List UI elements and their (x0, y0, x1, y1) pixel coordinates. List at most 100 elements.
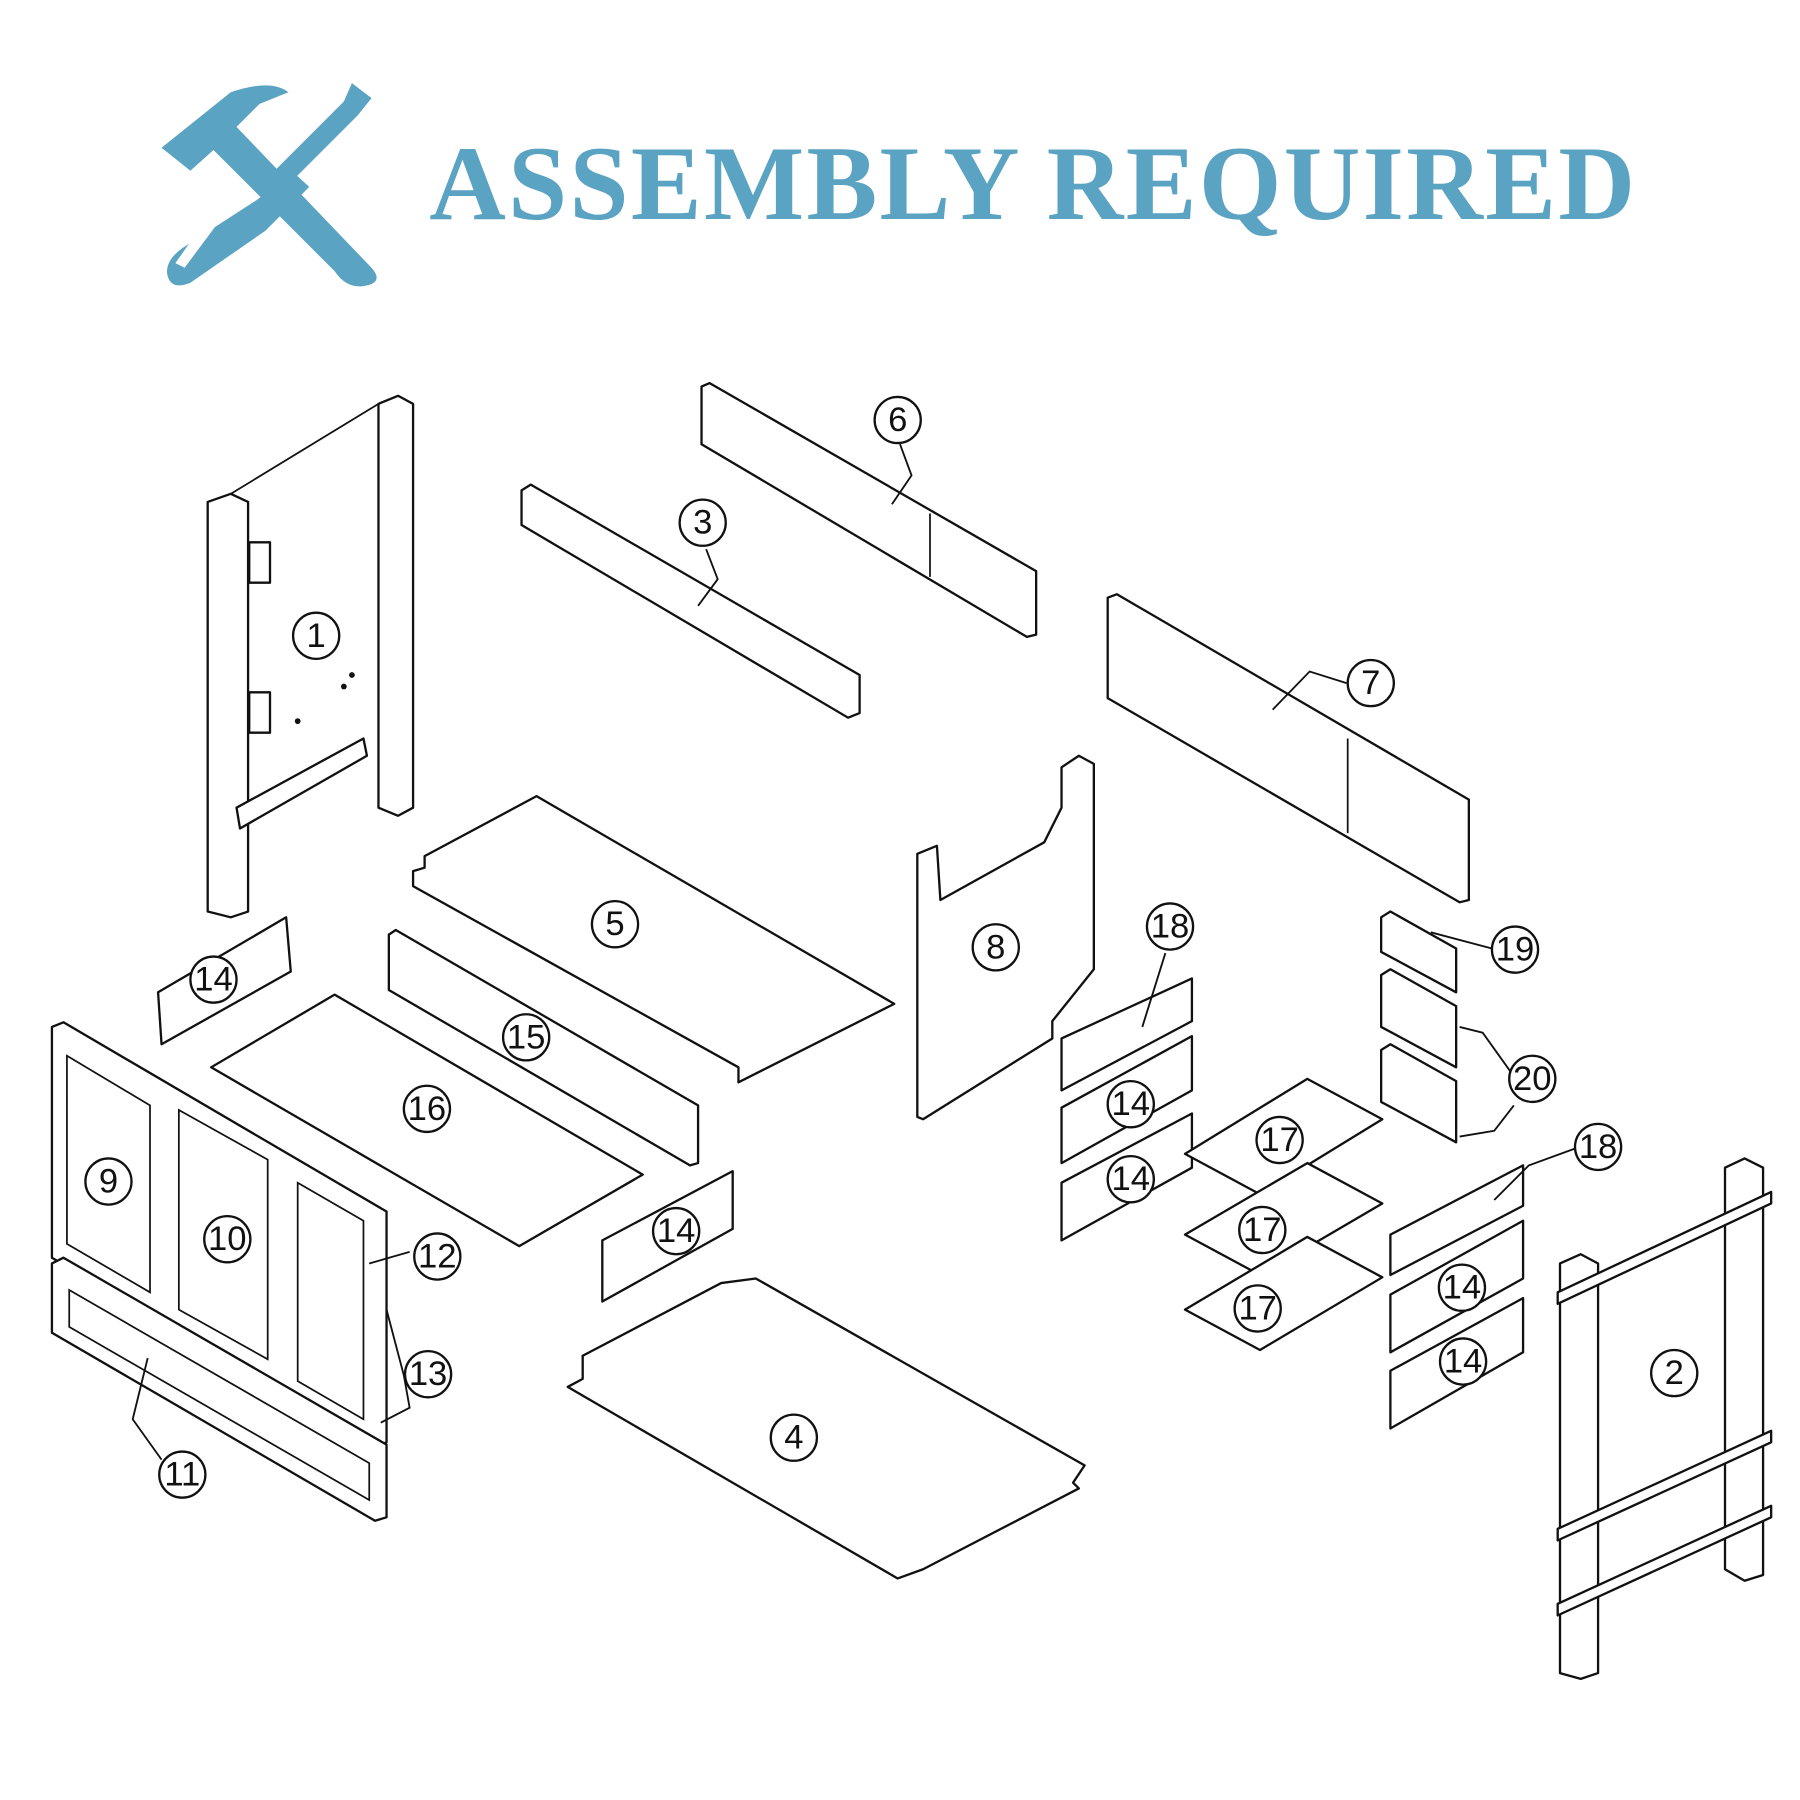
callout-part-18: 18 (1145, 902, 1195, 951)
callout-number: 8 (986, 928, 1005, 966)
callout-number: 9 (99, 1163, 118, 1201)
part-20-b (1379, 1043, 1458, 1144)
callout-circle (158, 1450, 207, 1499)
callout-circle (1573, 1122, 1623, 1172)
callout-number: 12 (418, 1238, 457, 1276)
callout-part-13: 13 (403, 1349, 453, 1399)
callout-circle (769, 1413, 819, 1462)
callout-circle (403, 1349, 453, 1399)
callout-part-11: 11 (158, 1450, 207, 1499)
callout-number: 15 (507, 1018, 546, 1056)
callout-part-4: 4 (769, 1413, 819, 1462)
leader-lines (131, 443, 1577, 1461)
callout-part-15: 15 (501, 1013, 551, 1062)
hammer-screwdriver-icon (161, 83, 377, 287)
callout-circle (873, 395, 922, 445)
callout-part-14: 14 (651, 1206, 701, 1256)
part-6-back-rail (700, 381, 1038, 639)
callout-part-10: 10 (203, 1214, 252, 1264)
callout-number: 14 (657, 1212, 696, 1250)
callout-number: 19 (1496, 931, 1535, 969)
callout-circle (1145, 902, 1195, 951)
callout-number: 7 (1361, 664, 1380, 702)
callout-part-17: 17 (1255, 1115, 1304, 1165)
callout-circle (1106, 1079, 1155, 1129)
callout-part-20: 20 (1508, 1054, 1557, 1104)
callout-circle (971, 923, 1020, 972)
part-3-rail (520, 483, 861, 719)
callout-number: 17 (1243, 1211, 1282, 1249)
callout-number: 20 (1513, 1060, 1552, 1098)
callout-circle (189, 955, 238, 1004)
callout-circle (590, 900, 640, 949)
callout-number: 11 (164, 1456, 200, 1494)
callout-number: 6 (888, 401, 907, 439)
callout-circle (1438, 1337, 1488, 1386)
part-18-a (1060, 977, 1194, 1092)
callout-circle (1233, 1284, 1282, 1333)
callout-part-19: 19 (1490, 925, 1540, 974)
callout-number: 18 (1151, 908, 1190, 946)
callout-circle (203, 1214, 252, 1264)
callout-part-1: 1 (291, 611, 341, 660)
part-20-a (1379, 968, 1458, 1069)
callout-part-2: 2 (1649, 1348, 1699, 1398)
callout-circle (1490, 925, 1540, 974)
callout-number: 18 (1579, 1128, 1618, 1166)
callout-circle (1255, 1115, 1304, 1165)
callout-circle (651, 1206, 701, 1256)
part-17-c (1183, 1235, 1384, 1352)
callout-part-18: 18 (1573, 1122, 1623, 1172)
part-18-b (1389, 1164, 1525, 1277)
callout-number: 17 (1260, 1121, 1299, 1159)
callout-part-3: 3 (678, 498, 727, 547)
callout-circle (501, 1013, 551, 1062)
callout-circle (678, 498, 727, 547)
callout-number: 1 (307, 617, 326, 655)
callout-part-6: 6 (873, 395, 922, 445)
callout-circle (413, 1232, 462, 1281)
callout-circle (1649, 1348, 1699, 1398)
callout-part-12: 12 (413, 1232, 462, 1281)
callout-part-17: 17 (1233, 1284, 1282, 1333)
callout-number: 14 (1112, 1160, 1151, 1198)
callout-number: 3 (693, 504, 712, 542)
callout-part-16: 16 (402, 1084, 452, 1134)
callout-number: 2 (1665, 1354, 1684, 1392)
callout-part-9: 9 (84, 1157, 133, 1206)
callout-number: 14 (194, 961, 233, 999)
callout-part-14: 14 (1437, 1263, 1487, 1312)
part-2-right-side-frame (1556, 1157, 1773, 1680)
part-1-left-side-frame (206, 394, 415, 919)
callout-part-17: 17 (1238, 1205, 1287, 1255)
callout-number: 14 (1112, 1085, 1151, 1123)
callout-circle (1508, 1054, 1557, 1104)
callout-circle (1238, 1205, 1287, 1255)
callout-circle (291, 611, 341, 660)
callout-circle (1106, 1154, 1155, 1204)
callout-part-14: 14 (189, 955, 238, 1004)
callout-number: 5 (605, 905, 624, 943)
callout-circle (402, 1084, 452, 1134)
callout-number: 16 (408, 1090, 447, 1128)
callout-circle (1437, 1263, 1487, 1312)
part-7-back-panel (1106, 593, 1470, 904)
page-title: ASSEMBLY REQUIRED (429, 124, 1637, 242)
callout-number: 13 (409, 1355, 448, 1393)
part-5-shelf (411, 794, 896, 1084)
callout-part-14: 14 (1106, 1079, 1155, 1129)
callout-number: 4 (784, 1419, 803, 1457)
callout-number: 10 (208, 1220, 247, 1258)
callout-part-14: 14 (1106, 1154, 1155, 1204)
callout-part-5: 5 (590, 900, 640, 949)
callout-part-7: 7 (1346, 658, 1395, 708)
callout-part-8: 8 (971, 923, 1020, 972)
part-4-base (566, 1277, 1086, 1580)
callout-number: 14 (1444, 1343, 1483, 1381)
part-19 (1379, 910, 1458, 994)
callout-circle (1346, 658, 1395, 708)
callout-part-14: 14 (1438, 1337, 1488, 1386)
callout-number: 14 (1443, 1269, 1482, 1307)
